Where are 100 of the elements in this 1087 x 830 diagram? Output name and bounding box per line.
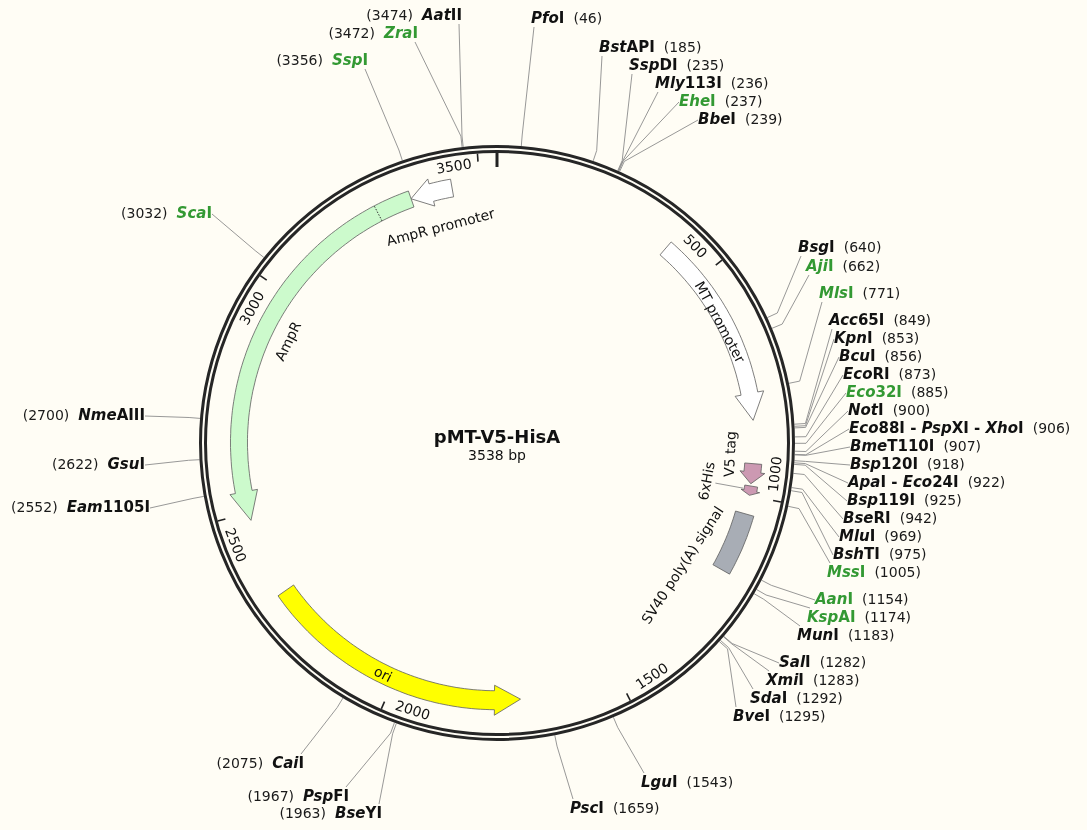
cut-position: (2622)	[51, 455, 99, 473]
enzyme-name: NmeAIII	[78, 406, 145, 424]
cut-position: (969)	[884, 527, 922, 545]
enzyme-name: BveI	[733, 707, 770, 725]
scale-label: 2000	[393, 697, 433, 724]
enzyme-name: AjiI	[806, 257, 834, 275]
leader-line	[794, 446, 851, 456]
cut-position: (900)	[892, 401, 931, 419]
enzyme-name: PfoI	[531, 9, 565, 27]
sequence-feature	[739, 483, 761, 497]
enzyme-name: AanI	[815, 590, 853, 608]
enzyme-name: XmiI	[766, 671, 804, 689]
leader-line	[378, 723, 397, 805]
enzyme-name: ApaI - Eco24I	[848, 473, 959, 491]
leader-line	[144, 415, 201, 419]
enzyme-name: LguI	[641, 773, 678, 791]
enzyme-name: Eco88I - PspXI - XhoI	[849, 419, 1024, 437]
enzyme-name: Acc65I	[829, 311, 885, 329]
leader-line	[766, 255, 802, 319]
cut-position: (2552)	[11, 498, 58, 516]
cut-position: (856)	[884, 347, 923, 365]
cut-position: (771)	[862, 284, 901, 302]
enzyme-name: GsuI	[107, 455, 145, 473]
enzyme-name: ZraI	[384, 24, 418, 42]
enzyme-name: Mly113I	[655, 74, 722, 92]
leader-line	[520, 26, 535, 147]
cut-position: (1543)	[686, 773, 734, 791]
enzyme-name: SspDI	[629, 56, 678, 74]
leader-line	[756, 589, 811, 609]
leader-line	[794, 338, 835, 427]
scale-label: 3500	[435, 155, 473, 177]
scale-label: 2500	[222, 525, 250, 565]
enzyme-name: NotI	[848, 401, 884, 419]
leader-line	[718, 641, 737, 708]
enzyme-name: BcuI	[839, 347, 876, 365]
leader-line	[617, 73, 633, 172]
enzyme-name: ScaI	[176, 204, 212, 222]
leader-line	[753, 593, 801, 627]
leader-line	[345, 722, 395, 788]
scale-label: 500	[680, 230, 711, 262]
leader-line	[771, 274, 810, 329]
leader-line	[364, 68, 403, 161]
leader-line	[458, 23, 464, 148]
leader-line	[793, 328, 833, 425]
enzyme-name: KpnI	[834, 329, 873, 347]
plasmid-name: pMT-V5-HisA	[433, 426, 561, 447]
cut-position: (1282)	[819, 653, 867, 671]
leader-line	[794, 356, 840, 429]
enzyme-name: EcoRI	[843, 365, 890, 383]
leader-line	[793, 462, 849, 484]
leader-line	[787, 505, 831, 564]
enzyme-name: KspAI	[807, 608, 856, 626]
cut-position: (3474)	[366, 6, 413, 24]
feature-label: 6xHis	[695, 460, 718, 502]
cut-position: (922)	[967, 473, 1006, 491]
cut-position: (906)	[1032, 419, 1071, 437]
leader-line	[617, 91, 659, 172]
feature-label: ori	[371, 662, 396, 686]
leader-line	[414, 41, 463, 148]
cut-position: (925)	[924, 491, 962, 509]
cut-position: (3032)	[121, 204, 168, 222]
leader-line	[619, 119, 699, 172]
leader-line	[719, 639, 754, 690]
cut-position: (3356)	[276, 51, 323, 69]
enzyme-name: MssI	[827, 563, 866, 581]
leader-line	[592, 55, 603, 162]
leader-line	[714, 482, 744, 489]
enzyme-name: PspFI	[303, 787, 349, 805]
leader-line	[792, 472, 844, 520]
cut-position: (185)	[663, 38, 702, 56]
feature-label: V5 tag	[720, 430, 739, 478]
leader-line	[794, 392, 847, 444]
cut-position: (236)	[730, 74, 769, 92]
enzyme-name: MlsI	[819, 284, 854, 302]
cut-position: (1183)	[847, 626, 895, 644]
cut-position: (1292)	[796, 689, 843, 707]
enzyme-name: BmeT110I	[850, 437, 935, 455]
enzyme-name: BshTI	[833, 545, 880, 563]
cut-position: (2075)	[216, 754, 264, 772]
enzyme-name: BstAPI	[599, 38, 655, 56]
cut-position: (1174)	[864, 608, 912, 626]
leader-line	[211, 213, 265, 258]
enzyme-name: Eam1105I	[66, 498, 150, 516]
leader-line	[788, 301, 823, 384]
cut-position: (975)	[888, 545, 927, 563]
leader-line	[723, 635, 780, 664]
cut-position: (2700)	[22, 406, 70, 424]
leader-line	[794, 374, 844, 438]
cut-position: (237)	[724, 92, 763, 110]
cut-position: (873)	[898, 365, 937, 383]
cut-position: (1283)	[812, 671, 860, 689]
enzyme-name: Bsp120I	[850, 455, 918, 473]
cut-position: (46)	[573, 9, 603, 27]
cut-position: (1967)	[247, 787, 295, 805]
cut-position: (239)	[744, 110, 783, 128]
cut-position: (918)	[927, 455, 965, 473]
leader-line	[144, 459, 200, 466]
cut-position: (853)	[881, 329, 920, 347]
leader-line	[554, 734, 574, 800]
cut-position: (662)	[842, 257, 881, 275]
